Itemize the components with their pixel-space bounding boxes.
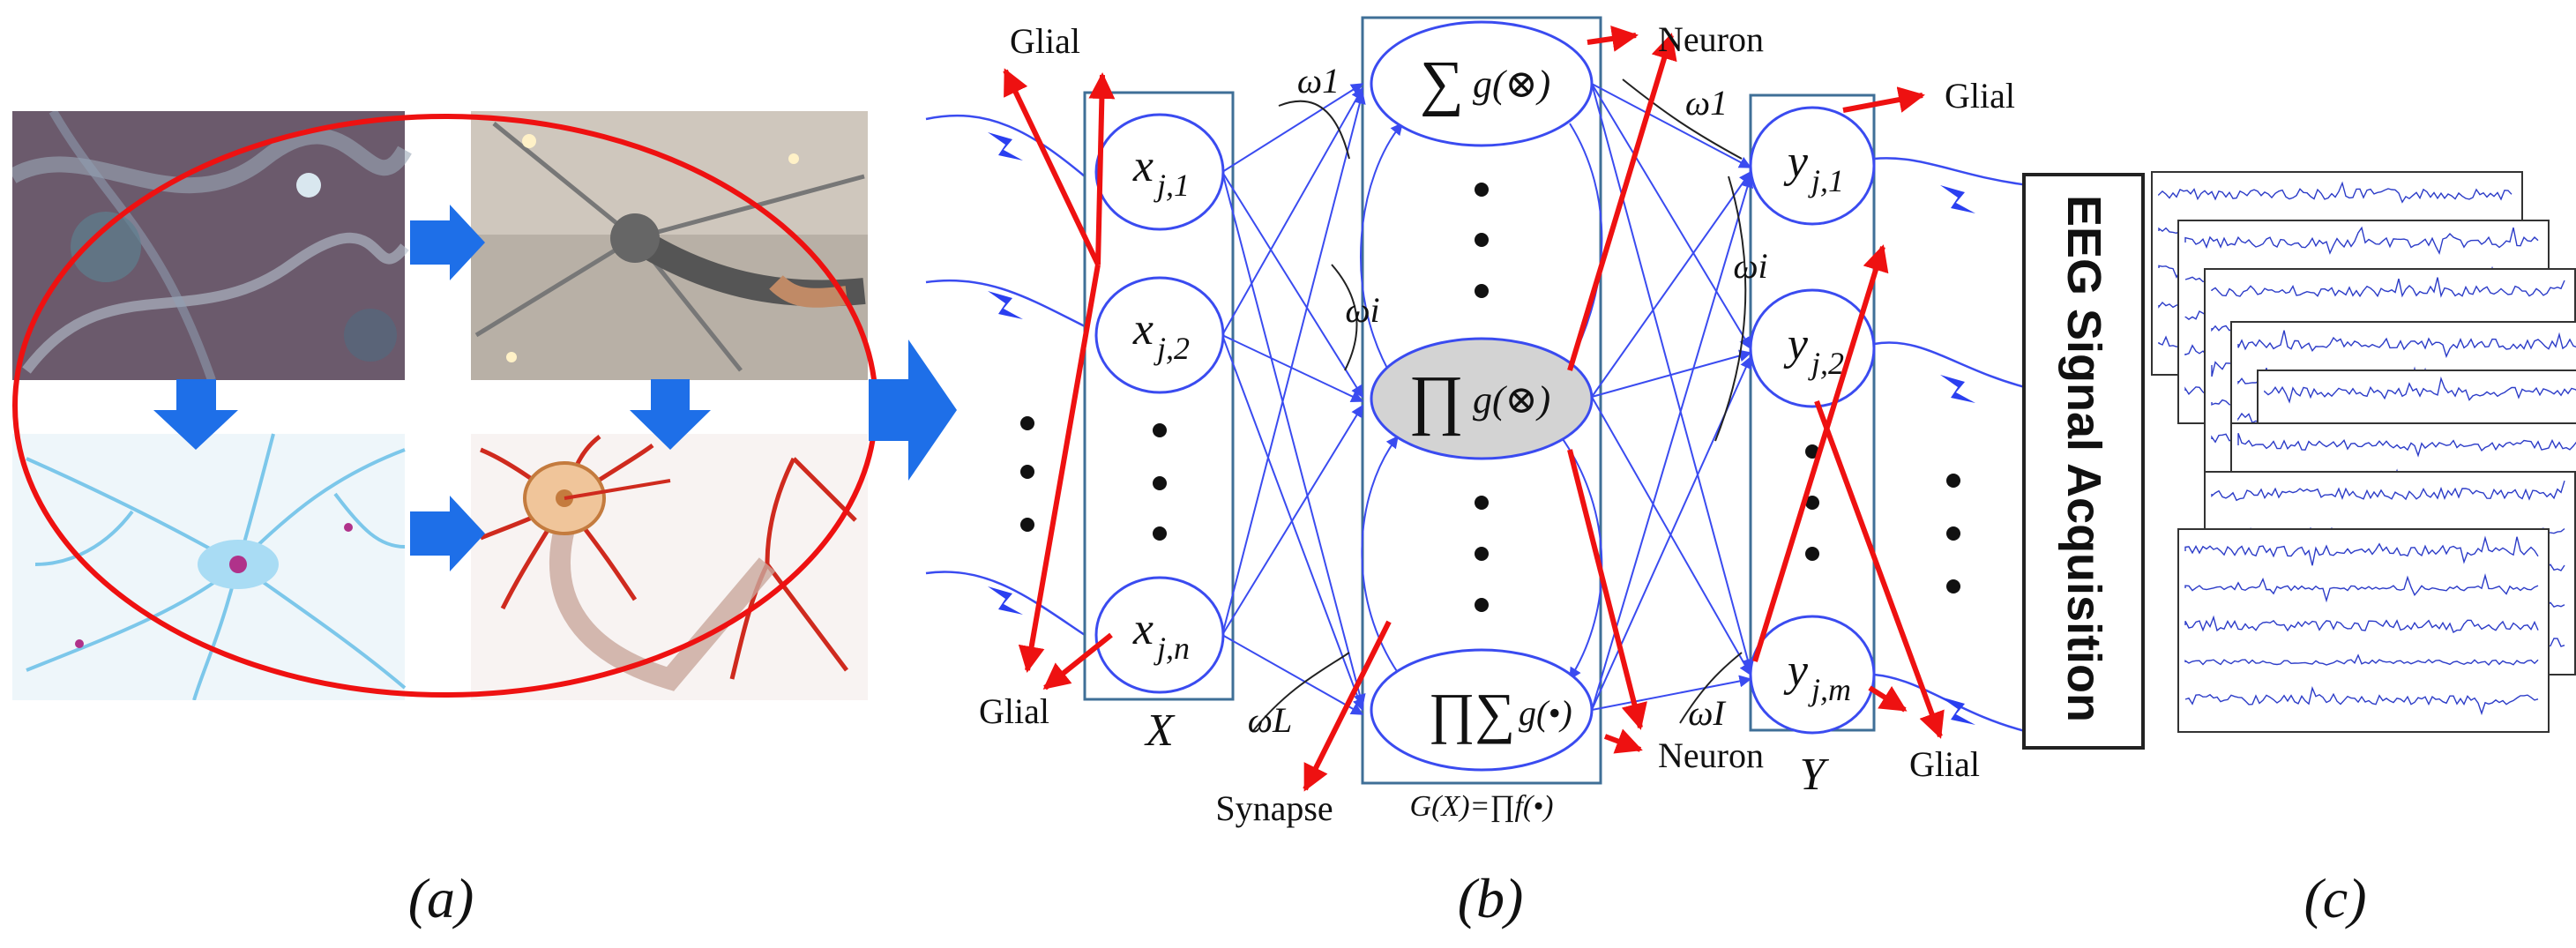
- caption-a: (a): [408, 867, 474, 929]
- eeg-trace: [2184, 573, 2539, 603]
- output-node-1: y j,1: [1749, 106, 1876, 226]
- output-node-2-var: y: [1783, 319, 1809, 369]
- neuron-label-bottom: Neuron: [1658, 735, 1764, 775]
- output-layer-label: Y: [1800, 750, 1830, 800]
- output-node-m-sub: j,m: [1808, 672, 1851, 707]
- image-tile-neuron-render: [471, 111, 868, 380]
- eeg-trace: [2237, 432, 2576, 458]
- input-node-n: x j,n: [1094, 576, 1225, 694]
- weight-connections-right: [1591, 83, 1754, 711]
- arrow-to-panel-b-icon: [869, 340, 957, 481]
- hidden-node-product-sum-arg: g(•): [1519, 693, 1572, 733]
- input-ellipsis-dots: [1020, 416, 1167, 541]
- hidden-node-product-sum-op: ∏∑: [1429, 682, 1515, 744]
- eeg-trace: [2211, 480, 2565, 502]
- output-node-2-sub: j,2: [1808, 346, 1844, 381]
- input-node-1-sub: j,1: [1154, 168, 1190, 203]
- output-node-1-sub: j,1: [1808, 163, 1844, 198]
- input-node-n-var: x: [1132, 604, 1154, 654]
- hidden-node-product-sum: ∏∑ g(•): [1370, 648, 1594, 772]
- weight-label-wL-left: ωL: [1248, 700, 1293, 740]
- caption-b: (b): [1458, 867, 1524, 929]
- input-node-2-sub: j,2: [1154, 331, 1190, 366]
- synapse-label: Synapse: [1215, 788, 1333, 828]
- output-synapses: [1873, 157, 2029, 734]
- weight-arcs: [1251, 78, 1747, 733]
- panel-b: x j,1 x j,2 x j,n ∑ g(⊗) ∏ g(⊗): [925, 16, 2029, 929]
- lightning-icon: [988, 132, 1023, 615]
- input-node-1-var: x: [1132, 141, 1154, 191]
- panel-c: EEG Signal Acquisition (c): [2022, 171, 2576, 929]
- flow-arrows-a: [153, 205, 711, 571]
- input-layer-box: [1083, 91, 1235, 701]
- weight-label-wI-right: ωI: [1688, 693, 1726, 733]
- eeg-trace: [2184, 653, 2539, 667]
- eeg-trace: [2184, 226, 2539, 255]
- input-node-1: x j,1: [1094, 113, 1225, 231]
- formula-label: G(X)=∏f(•): [1410, 790, 1554, 823]
- eeg-trace: [2184, 535, 2539, 566]
- output-node-m-var: y: [1783, 646, 1809, 696]
- glial-label-top-left: Glial: [1010, 21, 1080, 61]
- hidden-ellipsis-dots: [1475, 183, 1489, 612]
- hidden-node-sum: ∑ g(⊗): [1370, 20, 1594, 147]
- output-node-2: y j,2: [1749, 288, 1876, 408]
- glial-label-bottom-left: Glial: [979, 691, 1049, 731]
- weight-label-wi-left: ωi: [1345, 290, 1379, 330]
- eeg-signal-sheets: [2151, 171, 2576, 733]
- hidden-feedback-loops: [1360, 122, 1603, 681]
- hidden-node-product-arg: g(⊗): [1473, 378, 1550, 422]
- input-synapses: [925, 114, 1086, 637]
- panel-a: (a): [12, 111, 957, 929]
- lightning-icon: [1940, 185, 1975, 725]
- weight-label-wi-right: ωi: [1733, 246, 1767, 286]
- weight-connections-left: [1221, 83, 1366, 715]
- output-node-m: y j,m: [1749, 615, 1876, 735]
- hidden-node-product: ∏ g(⊗): [1370, 337, 1594, 460]
- output-node-1-var: y: [1783, 137, 1809, 187]
- hidden-node-sum-arg: g(⊗): [1473, 63, 1550, 106]
- output-ellipsis-dots: [1805, 444, 1960, 593]
- hidden-node-product-op: ∏: [1408, 362, 1464, 437]
- weight-label-w1-left: ω1: [1297, 61, 1340, 101]
- hidden-node-sum-op: ∑: [1420, 49, 1464, 117]
- eeg-trace: [2264, 376, 2576, 404]
- input-node-n-sub: j,n: [1154, 631, 1190, 666]
- glial-label-top-right: Glial: [1945, 76, 2015, 116]
- eeg-trace: [2184, 686, 2539, 716]
- weight-label-w1-right: ω1: [1685, 83, 1728, 123]
- input-layer-label: X: [1144, 705, 1176, 756]
- eeg-title: EEG Signal Acquisition: [2057, 195, 2110, 722]
- input-node-2: x j,2: [1094, 276, 1225, 394]
- eeg-trace: [2237, 330, 2576, 359]
- glial-label-bottom-right: Glial: [1909, 744, 1980, 784]
- input-node-2-var: x: [1132, 304, 1154, 355]
- eeg-trace: [2158, 181, 2513, 204]
- image-tile-neuron-illustration: [12, 433, 407, 700]
- eeg-trace: [2184, 615, 2539, 634]
- image-tile-cell-culture: [12, 111, 412, 382]
- glial-neuron-arrows: [1003, 26, 1945, 792]
- image-tile-neuron-diagram: [471, 434, 868, 700]
- eeg-trace: [2211, 277, 2565, 298]
- eeg-title-box: [2022, 173, 2145, 750]
- caption-c: (c): [2303, 867, 2366, 929]
- neuron-label-top: Neuron: [1658, 19, 1764, 59]
